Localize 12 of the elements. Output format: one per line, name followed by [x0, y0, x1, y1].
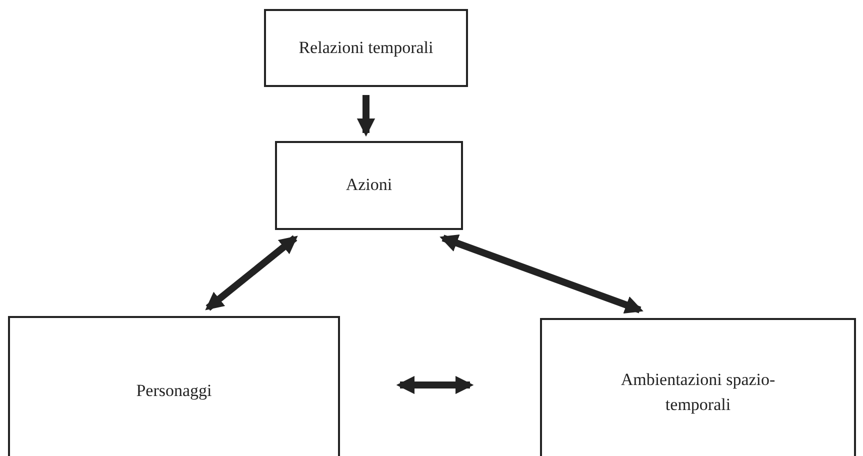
box-label: Ambientazioni spazio-temporali	[620, 369, 776, 416]
arrow	[396, 376, 474, 394]
box-label: Personaggi	[136, 380, 212, 402]
box-label: Relazioni temporali	[298, 36, 434, 59]
text-box	[540, 318, 856, 456]
arrow	[356, 95, 376, 137]
arrow	[205, 235, 298, 311]
text-box	[264, 9, 468, 87]
box-label: Azioni	[346, 174, 392, 196]
text-box	[275, 141, 463, 230]
text-box	[8, 316, 340, 456]
arrow	[440, 234, 644, 314]
